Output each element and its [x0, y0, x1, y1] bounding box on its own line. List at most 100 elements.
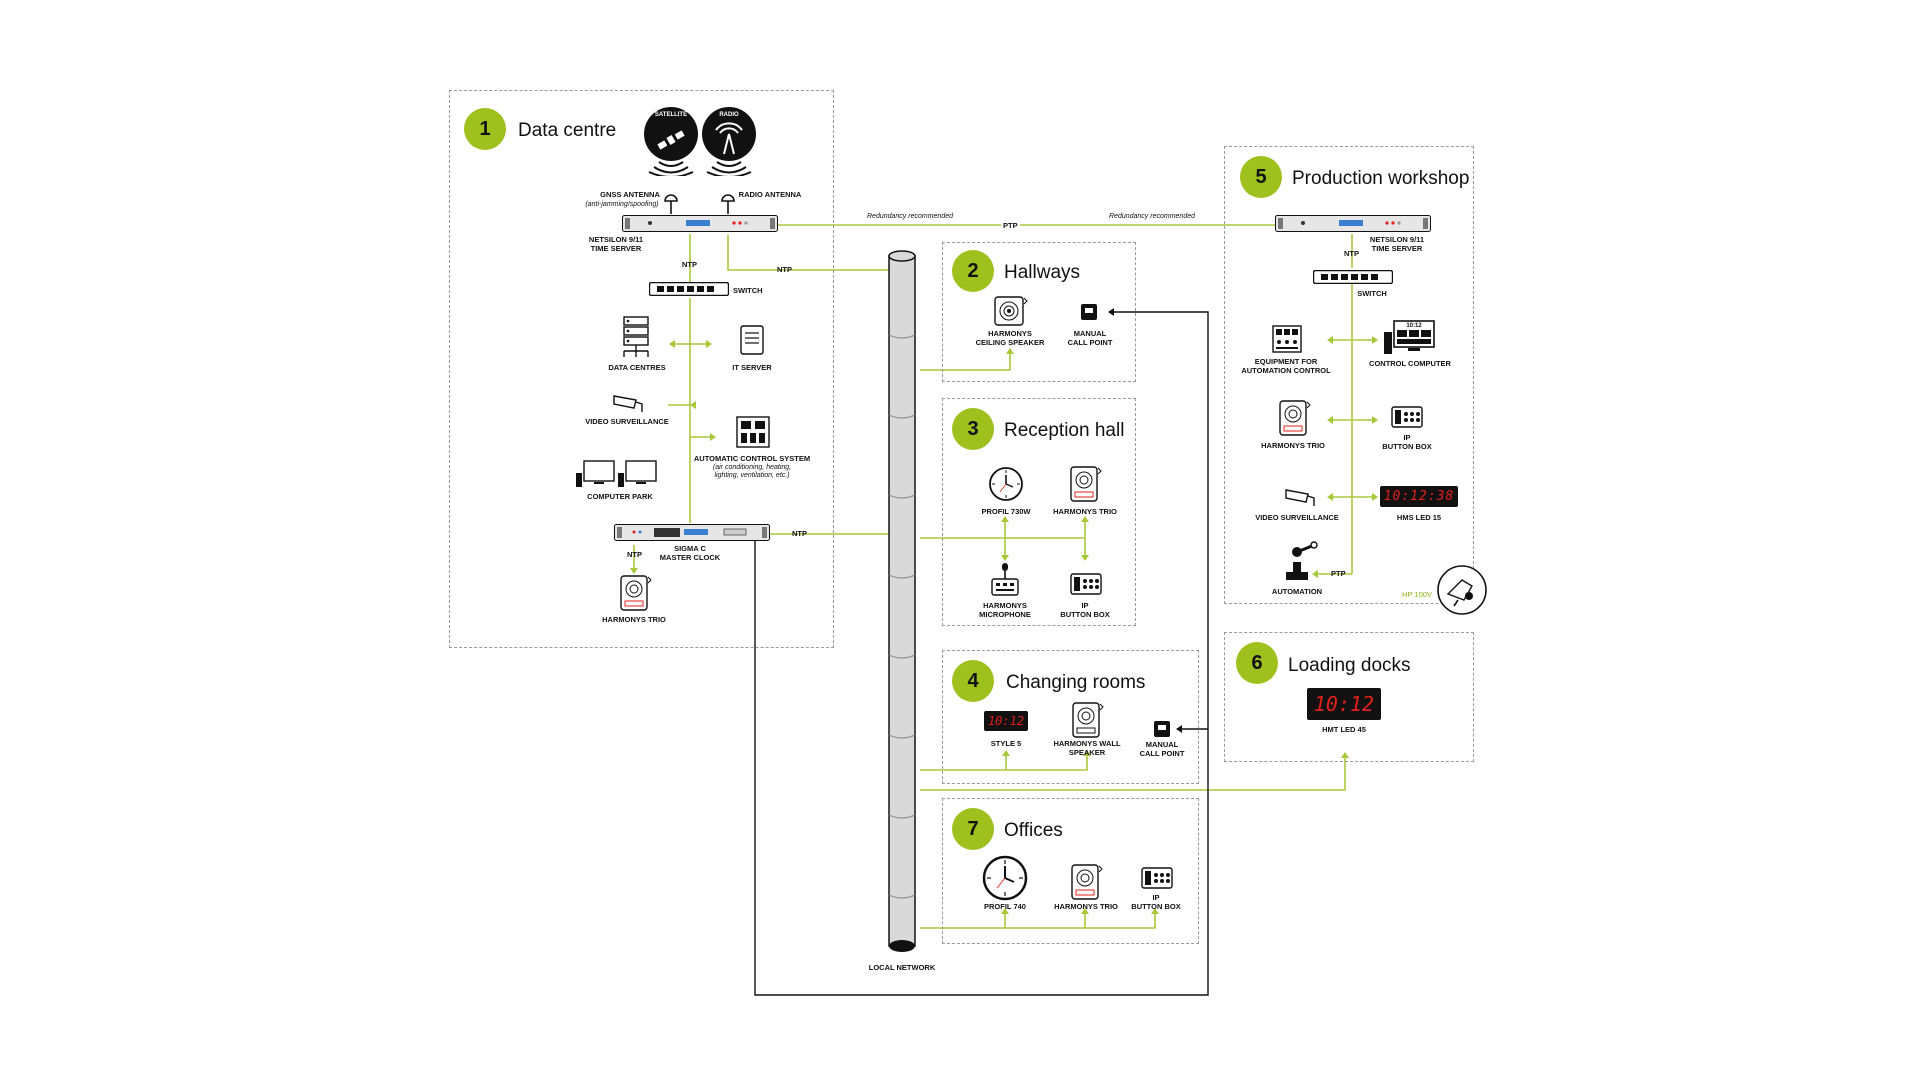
netsilon-time-server-icon — [1275, 215, 1431, 232]
computer-park-icon — [576, 460, 657, 487]
it-server-label: IT SERVER — [732, 363, 772, 372]
zone-badge: 3 — [952, 408, 994, 450]
control-computer-icon — [1384, 320, 1435, 354]
gnss-antenna-sub: (anti-jamming/spoofing) — [585, 201, 659, 208]
profil-730w-label: PROFIL 730W — [981, 507, 1031, 516]
style-5-display: 10:12 — [987, 714, 1025, 728]
netsilon-time-server-icon — [622, 215, 778, 232]
harmonys-wall-speaker-label: HARMONYS WALL SPEAKER — [1053, 739, 1121, 757]
ip-button-box-label: IP BUTTON BOX — [1382, 433, 1432, 451]
harmonys-trio-icon — [1071, 864, 1103, 900]
automatic-control-system-icon — [736, 416, 770, 448]
harmonys-trio-icon — [1070, 466, 1102, 502]
local-network-label: LOCAL NETWORK — [868, 963, 936, 972]
video-surveillance-label: VIDEO SURVEILLANCE — [1255, 513, 1339, 522]
zone-badge: 7 — [952, 808, 994, 850]
ceiling-speaker-icon — [994, 296, 1028, 326]
manual-call-point-icon — [1081, 304, 1097, 320]
automatic-control-system-sub: (air conditioning, heating, lighting, ve… — [712, 464, 792, 480]
netsilon-label: NETSILON 9/11 TIME SERVER — [1369, 235, 1425, 253]
ip-button-box-icon — [1391, 406, 1423, 428]
zone-title: Loading docks — [1288, 655, 1411, 676]
ntp-label: NTP — [627, 550, 642, 559]
alarm-loop — [754, 311, 1209, 996]
zone-reception-hall — [942, 398, 1136, 626]
harmonys-trio-label: HARMONYS TRIO — [1053, 507, 1117, 516]
gnss-antenna-icon — [664, 194, 678, 214]
radio-antenna-icon — [721, 194, 735, 214]
zone-title: Data centre — [518, 120, 617, 141]
zone-title: Production workshop — [1292, 168, 1470, 189]
zone-badge: 5 — [1240, 156, 1282, 198]
automation-control-equipment-label: EQUIPMENT FOR AUTOMATION CONTROL — [1241, 357, 1331, 375]
profil-740-clock-icon — [982, 855, 1028, 901]
ptp-label: PTP — [1331, 569, 1346, 578]
hms-led-15-display: 10:12:38 — [1383, 489, 1455, 504]
sigma-c-label: SIGMA C MASTER CLOCK — [659, 544, 721, 562]
style-5-clock-icon: 10:12 — [984, 711, 1028, 731]
zone-title: Reception hall — [1004, 420, 1125, 441]
ip-button-box-label: IP BUTTON BOX — [1131, 893, 1181, 911]
harmonys-wall-speaker-icon — [1072, 702, 1104, 738]
switch-icon — [1313, 270, 1393, 284]
satellite-icon — [644, 107, 698, 176]
zone-offices — [942, 798, 1199, 944]
zone-hallways — [942, 242, 1136, 382]
control-computer-display: 10:12 — [1406, 323, 1422, 329]
harmonys-trio-label: HARMONYS TRIO — [1261, 441, 1325, 450]
sigma-c-master-clock-icon — [614, 524, 770, 541]
it-server-icon — [740, 325, 764, 355]
ip-button-box-label: IP BUTTON BOX — [1060, 601, 1110, 619]
hmt-led-45-clock-icon: 10:12 — [1307, 688, 1381, 720]
automatic-control-system-label: AUTOMATIC CONTROL SYSTEM — [693, 454, 811, 463]
zone-data-centre — [449, 90, 834, 648]
manual-call-point-icon — [1154, 721, 1170, 737]
gnss-antenna-label: GNSS ANTENNA — [600, 190, 660, 199]
ip-button-box-icon — [1070, 573, 1102, 595]
zone-changing-rooms — [942, 650, 1199, 784]
computer-park-label: COMPUTER PARK — [587, 492, 653, 501]
zone-title: Offices — [1004, 820, 1063, 841]
hmt-led-45-label: HMT LED 45 — [1322, 725, 1366, 734]
style-5-label: STYLE 5 — [990, 739, 1022, 748]
redundancy-note: Redundancy recommended — [867, 213, 953, 220]
zone-title: Changing rooms — [1006, 672, 1146, 693]
zone-loading-docks — [1224, 632, 1474, 762]
harmonys-trio-icon — [620, 575, 652, 611]
hp-100v-horn-speaker-icon — [1437, 565, 1487, 615]
switch-label: SWITCH — [1357, 289, 1387, 298]
ptp-label: PTP — [1001, 221, 1020, 230]
hms-led-15-clock-icon: 10:12:38 — [1380, 486, 1458, 507]
profil-730w-clock-icon — [989, 467, 1023, 501]
automation-label: AUTOMATION — [1271, 587, 1323, 596]
ntp-link-netsilon — [727, 235, 893, 271]
manual-call-point-label: MANUAL CALL POINT — [1067, 329, 1113, 347]
radio-label: RADIO — [719, 112, 739, 118]
ntp-label: NTP — [792, 529, 807, 538]
hms-led-15-label: HMS LED 15 — [1396, 513, 1442, 522]
ntp-label: NTP — [682, 260, 697, 269]
video-surveillance-camera-icon — [613, 395, 643, 412]
harmonys-trio-label: HARMONYS TRIO — [1054, 902, 1118, 911]
hmt-led-45-display: 10:12 — [1313, 692, 1375, 716]
zone-badge: 6 — [1236, 642, 1278, 684]
ntp-label: NTP — [1344, 249, 1359, 258]
ntp-label: NTP — [777, 265, 792, 274]
zone-badge: 1 — [464, 108, 506, 150]
zone-title: Hallways — [1004, 262, 1081, 283]
switch-icon — [649, 282, 729, 296]
zone-badge: 2 — [952, 250, 994, 292]
harmonys-trio-icon — [1279, 400, 1311, 436]
harmonys-microphone-label: HARMONYS MICROPHONE — [979, 601, 1031, 619]
data-centres-label: DATA CENTRES — [608, 363, 666, 372]
harmonys-microphone-icon — [991, 563, 1019, 596]
video-surveillance-camera-icon — [1285, 489, 1315, 506]
harmonys-trio-label: HARMONYS TRIO — [602, 615, 666, 624]
switch-label: SWITCH — [733, 286, 763, 295]
satellite-label: SATELLITE — [654, 112, 688, 118]
control-computer-label: CONTROL COMPUTER — [1369, 359, 1451, 368]
zone-badge: 4 — [952, 660, 994, 702]
hp-100v-label: HP 100V — [1402, 590, 1432, 599]
netsilon-label: NETSILON 9/11 TIME SERVER — [588, 235, 644, 253]
